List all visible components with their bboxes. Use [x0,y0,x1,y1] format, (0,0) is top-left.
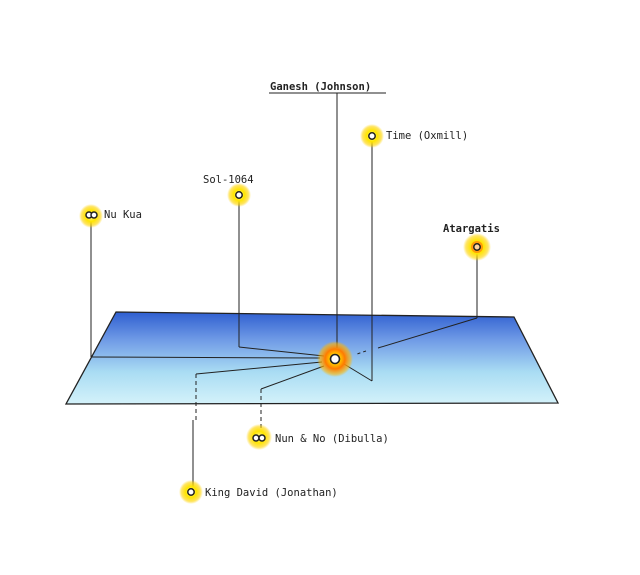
star-sol [227,183,251,207]
atargatis-dash [356,350,367,355]
central-star [317,341,353,377]
label-atargatis: Atargatis [443,223,500,235]
nukua-plane-line [90,356,321,359]
label-nukua: Nu Kua [104,209,142,221]
label-sol: Sol-1064 [203,174,254,186]
star-time [360,124,384,148]
atargatis-plane-line [377,317,478,349]
label-ganesh: Ganesh (Johnson) [270,81,371,93]
label-time: Time (Oxmill) [386,130,468,142]
star-nun [246,424,272,450]
label-nun: Nun & No (Dibulla) [275,433,389,445]
star-king [179,480,203,504]
star-nukua [79,204,103,228]
king-plane-line [195,361,323,375]
connector-lines [90,92,478,490]
star-atargatis [463,233,491,261]
sol-plane-line [238,346,325,357]
nun-plane-line [260,365,325,390]
label-king: King David (Jonathan) [205,487,338,499]
